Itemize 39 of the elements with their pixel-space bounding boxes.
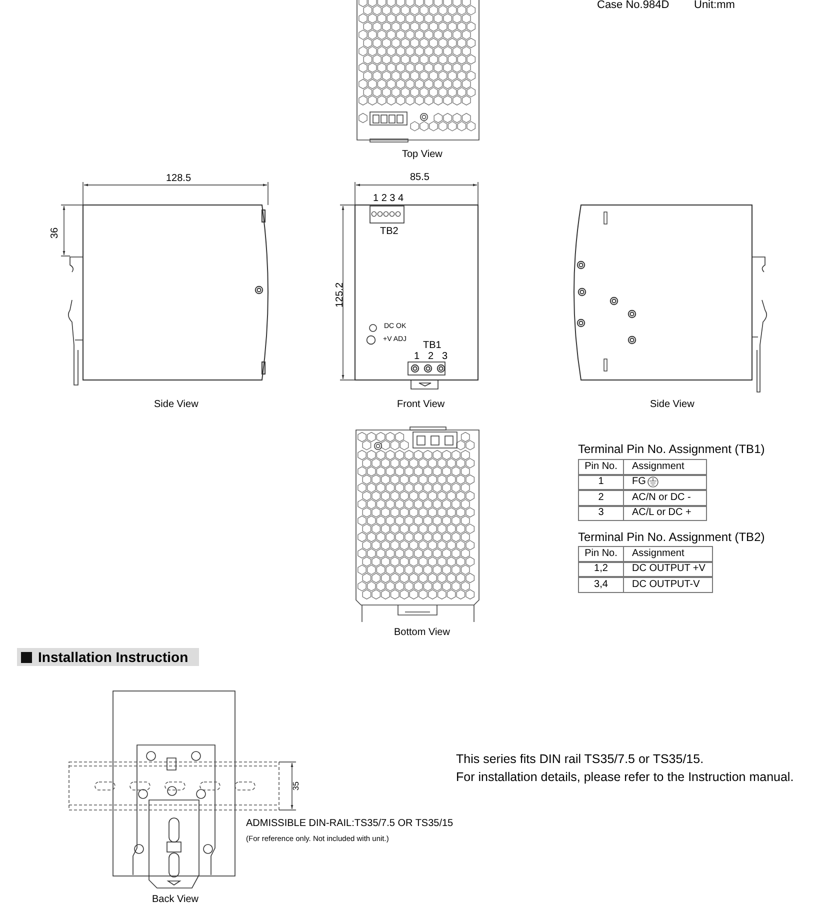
rail-note: ADMISSIBLE DIN-RAIL:TS35/7.5 OR TS35/15: [246, 819, 454, 829]
dimension-value: 85.5: [410, 173, 430, 183]
assignment-cell: DC OUTPUT-V: [623, 577, 713, 592]
dimension-value: 36: [50, 227, 61, 239]
assignment-cell: FG: [623, 474, 707, 490]
header-cell: Assignment: [623, 546, 713, 562]
instruction-text: This series fits DIN rail TS35/7.5 or TS35/15.: [456, 753, 704, 766]
instruction-text: For installation details, please refer to the Instruction manual.: [456, 771, 794, 784]
header-cell: Assignment: [623, 459, 707, 474]
view-caption: Back View: [152, 895, 199, 905]
pin-number: 3: [442, 352, 448, 362]
pin-cell: 2: [578, 490, 624, 506]
terminal-label: TB1: [423, 341, 442, 351]
pin-cell: 3,4: [578, 577, 624, 592]
case-number-text: Case No.984D: [597, 0, 670, 11]
dimension-value: 35: [292, 782, 300, 790]
view-caption: Side View: [154, 400, 198, 410]
terminal-label: TB2: [380, 227, 398, 237]
table-title: Terminal Pin No. Assignment (TB1): [578, 443, 765, 455]
assignment-cell: AC/L or DC +: [623, 506, 707, 521]
assignment-cell: AC/N or DC -: [623, 490, 707, 506]
pin-number: 2: [428, 352, 434, 362]
view-caption: Front View: [397, 400, 445, 410]
assignment-cell: DC OUTPUT +V: [623, 562, 713, 577]
pin-numbers: 1 2 3 4: [373, 194, 404, 204]
section-heading: Installation Instruction: [38, 650, 188, 664]
dimension-value: 125.2: [336, 282, 346, 308]
table-title: Terminal Pin No. Assignment (TB2): [578, 531, 765, 543]
pin-cell: 1,2: [578, 562, 624, 577]
view-caption: Side View: [650, 400, 694, 410]
view-caption: Bottom View: [394, 628, 450, 638]
pin-number: 1: [414, 352, 420, 362]
unit-text: Unit:mm: [694, 0, 735, 11]
header-cell: Pin No.: [578, 546, 624, 562]
pin-cell: 3: [578, 506, 624, 521]
header-cell: Pin No.: [578, 459, 624, 474]
dimension-value: 128.5: [166, 174, 192, 184]
pin-cell: 1: [578, 474, 624, 490]
view-caption: Top View: [402, 150, 442, 160]
